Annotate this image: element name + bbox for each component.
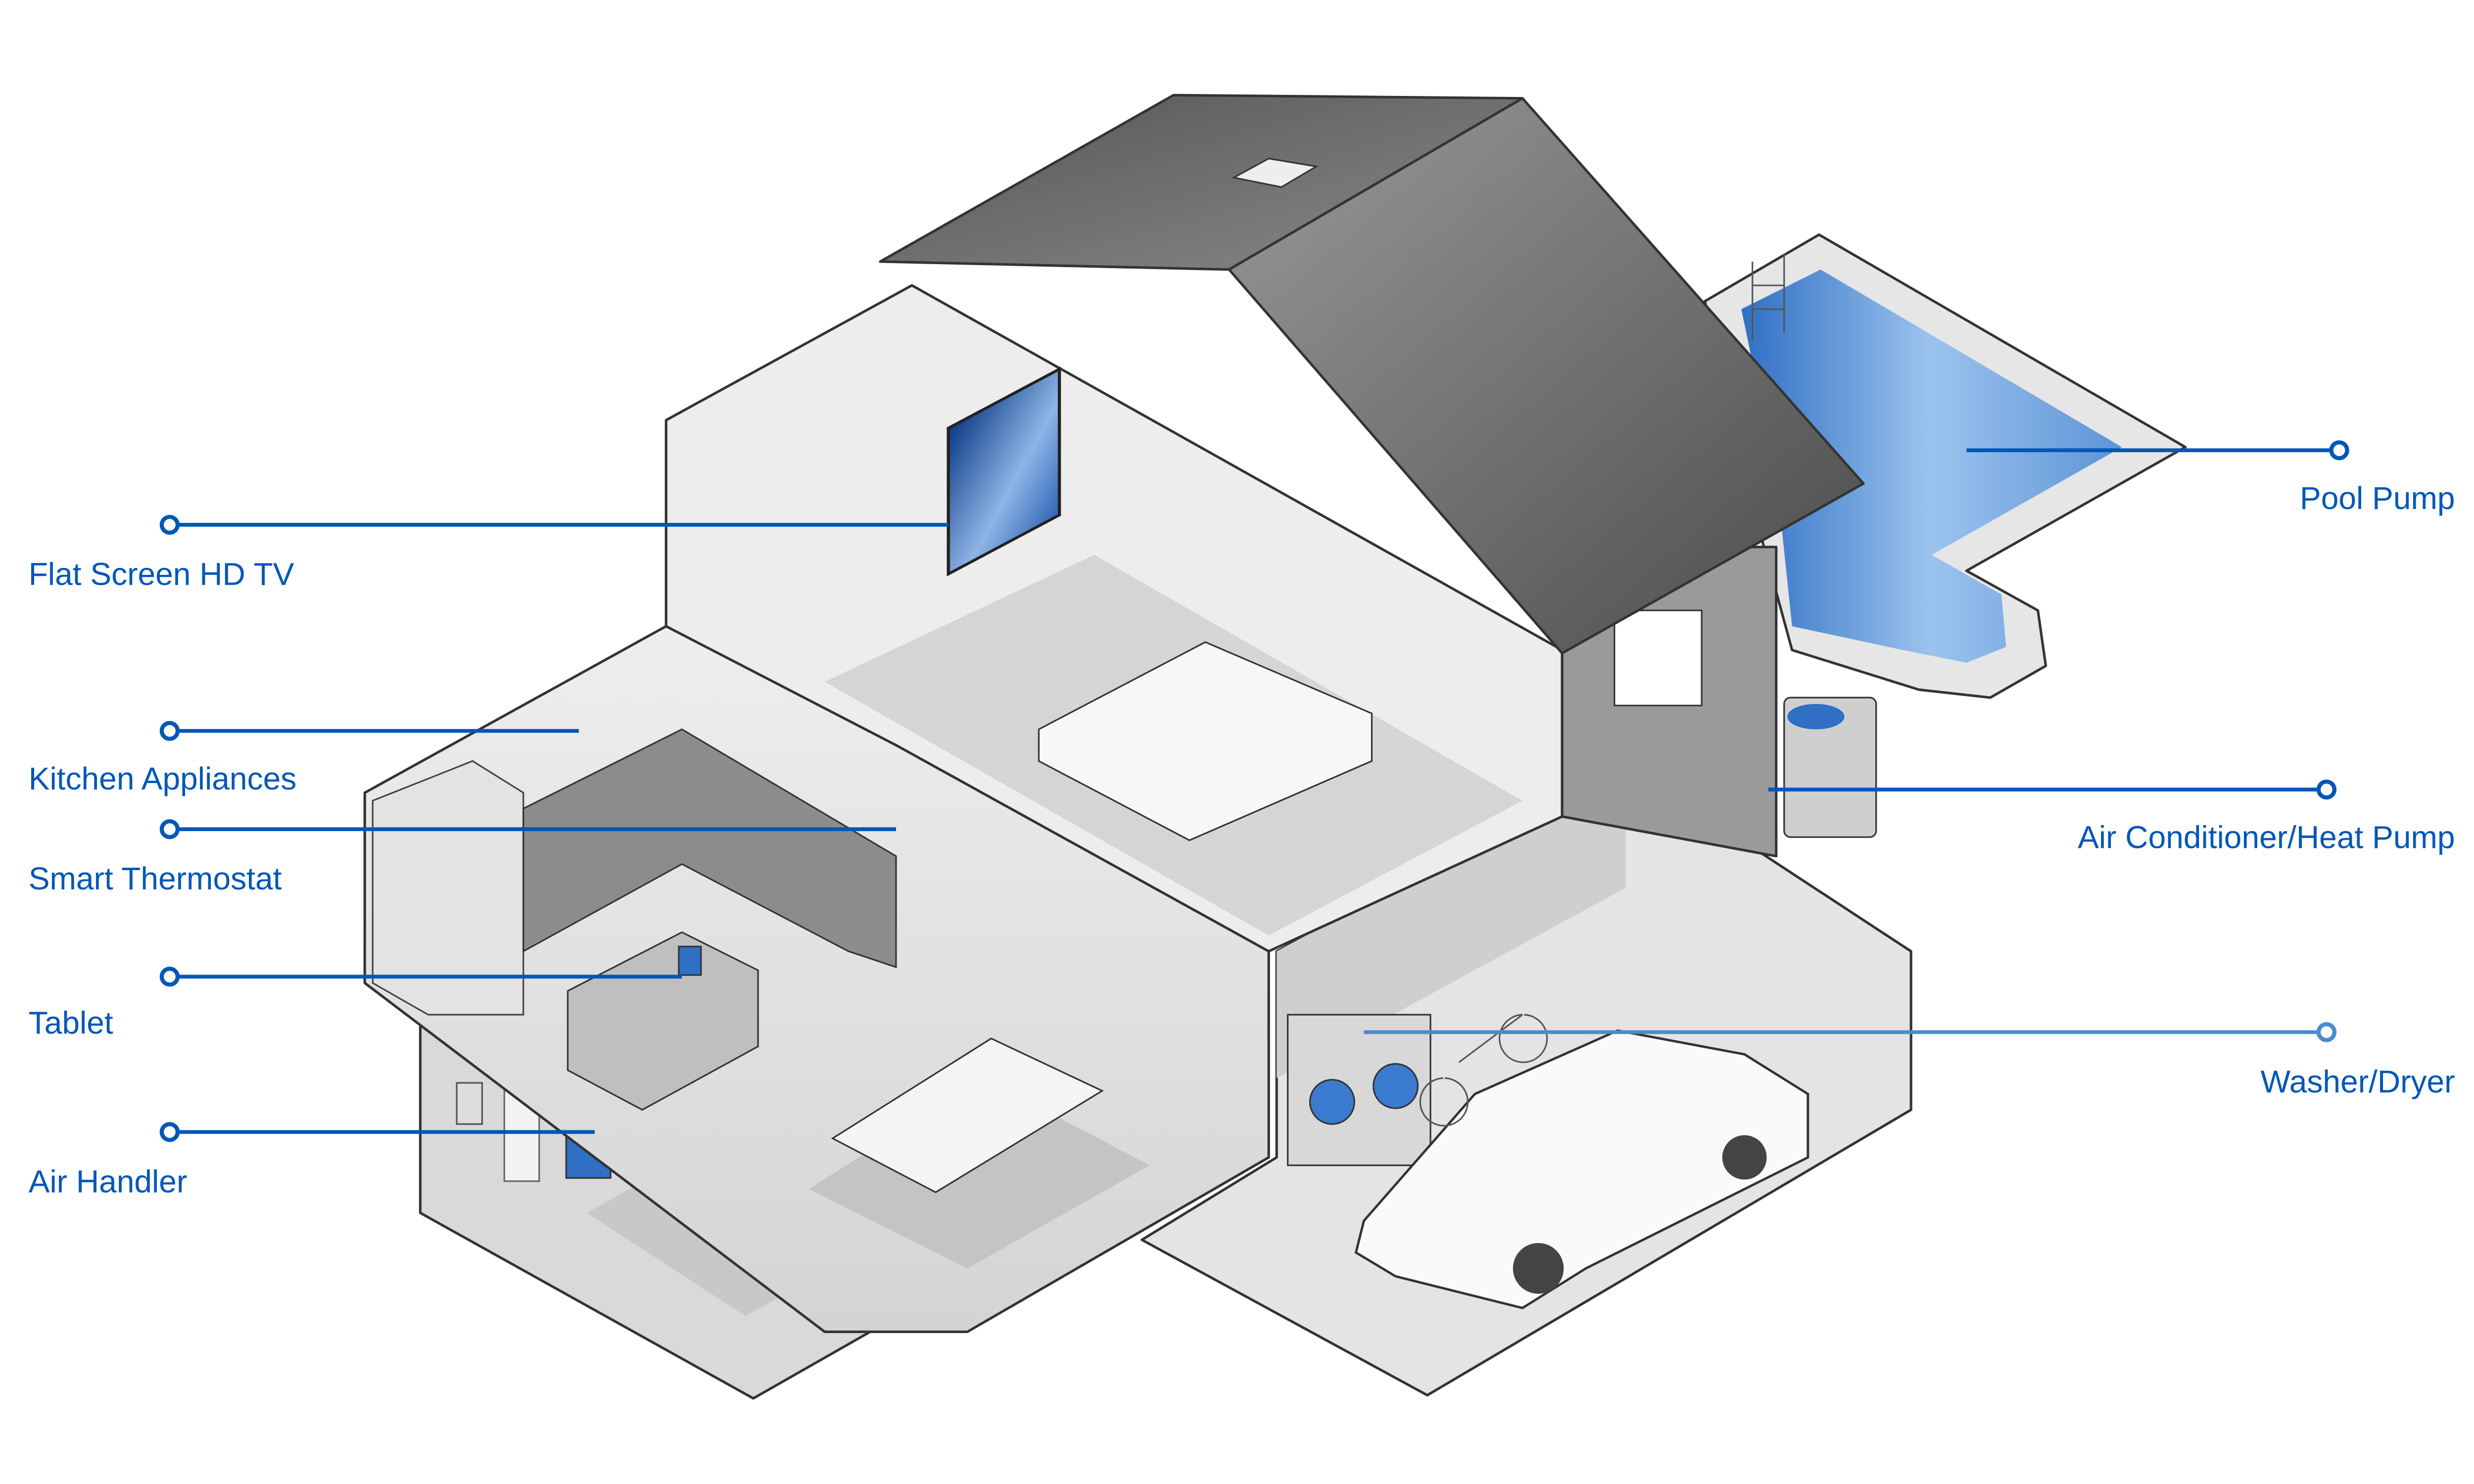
kitchen-counter: [523, 728, 897, 969]
callout-kitchen-appliances: Kitchen Appliances: [29, 721, 579, 796]
bed: [1038, 641, 1373, 841]
callout-washer-dryer: Washer/Dryer: [1364, 1022, 2455, 1099]
callout-dot-icon: [159, 1122, 180, 1142]
callout-label: Smart Thermostat: [29, 861, 282, 896]
dining-table: [831, 1037, 1104, 1194]
roof-vent: [1231, 157, 1319, 188]
callout-dot-icon: [159, 514, 180, 535]
callout-label: Washer/Dryer: [2261, 1064, 2455, 1099]
ac-heat-pump-unit: [1783, 696, 1877, 838]
pool-ladder-icon: [1752, 253, 1785, 341]
callout-pool-pump: Pool Pump: [1966, 440, 2455, 516]
callout-label: Flat Screen HD TV: [29, 556, 294, 592]
callout-air-handler: Air Handler: [29, 1122, 595, 1199]
callout-label: Air Conditioner/Heat Pump: [2078, 820, 2455, 855]
callout-tablet: Tablet: [29, 967, 682, 1041]
roof: [879, 93, 1865, 655]
main-floor: [363, 625, 1270, 1333]
callout-label: Air Handler: [29, 1163, 188, 1199]
tablet-device: [678, 945, 702, 976]
callout-label: Pool Pump: [2300, 480, 2455, 516]
callout-label: Tablet: [29, 1005, 113, 1041]
callout-dot-icon: [159, 967, 180, 987]
callout-dot-icon: [2329, 440, 2349, 461]
car: [1354, 1029, 1809, 1309]
flat-screen-tv: [947, 367, 1061, 577]
callout-flat-screen-hd-tv: Flat Screen HD TV: [29, 514, 949, 592]
callout-dot-icon: [2316, 1022, 2337, 1042]
callout-label: Kitchen Appliances: [29, 761, 297, 796]
callout-dot-icon: [159, 819, 180, 839]
callout-air-conditioner-heat-pump: Air Conditioner/Heat Pump: [1768, 779, 2455, 855]
callout-smart-thermostat: Smart Thermostat: [29, 819, 896, 896]
refrigerator: [372, 760, 524, 1016]
callout-dot-icon: [159, 721, 180, 741]
callout-dot-icon: [2316, 779, 2337, 800]
